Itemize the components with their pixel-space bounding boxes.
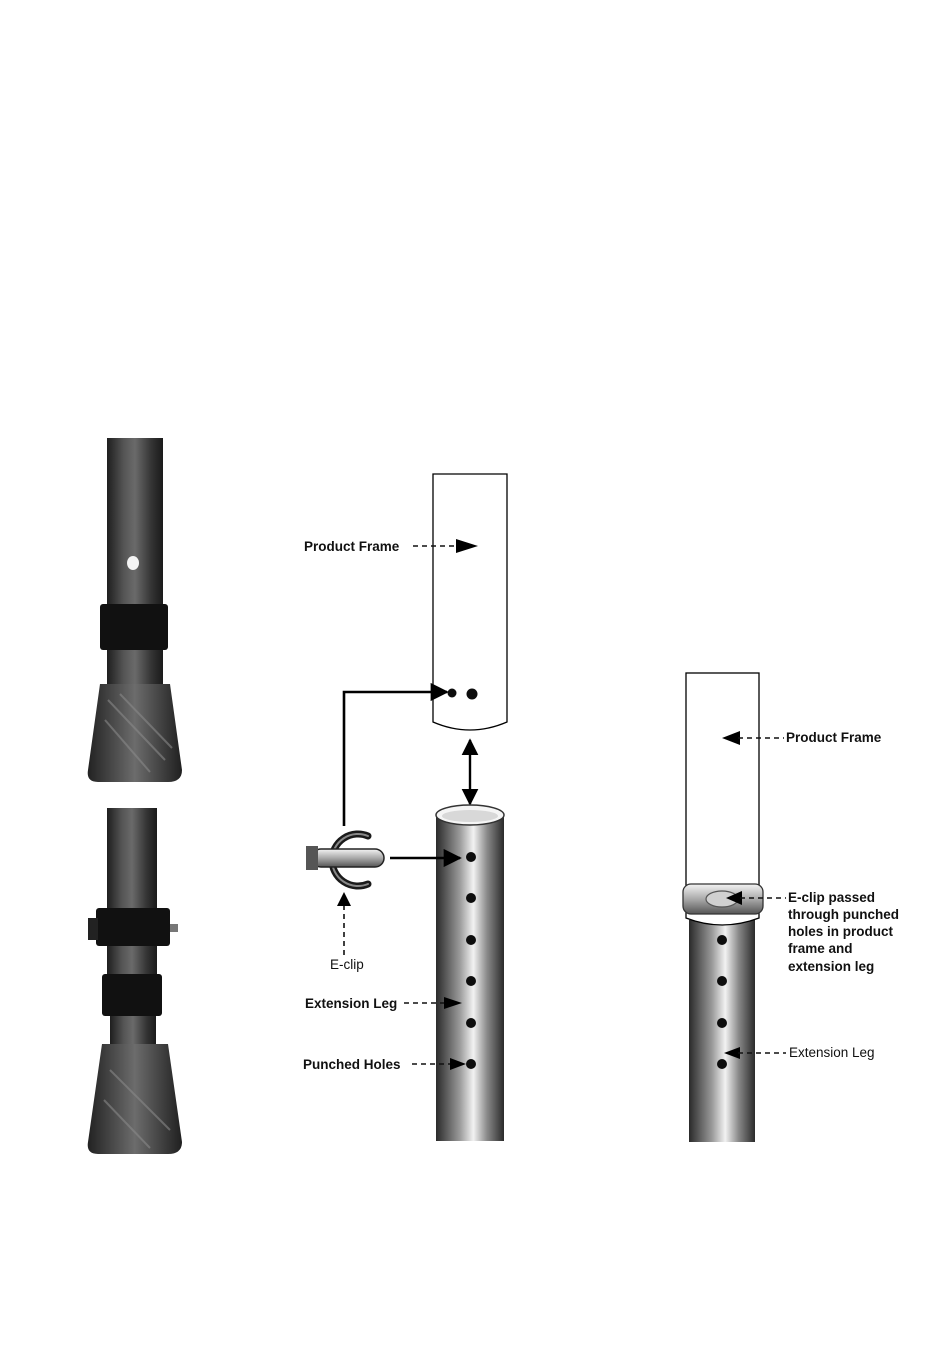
leg-hole-5 [466,1018,476,1028]
photo-lower-collar [102,974,162,1016]
photo-collar [100,604,168,650]
center-extension-leg [436,805,504,1141]
e-clip-part [306,834,384,886]
leg-hole-4 [466,976,476,986]
right-assembled-leg [683,673,763,1142]
frame-hole-right [467,689,478,700]
label-extension-leg-center: Extension Leg [305,996,397,1011]
frame-hole-left [448,689,457,698]
right-leg-hole-1 [717,935,727,945]
photo-button-collar [96,908,170,946]
label-e-clip-passed-2: through punched [788,907,899,922]
label-e-clip-passed-4: frame and [788,941,853,956]
leg-hole-3 [466,935,476,945]
photo-tube-hole [127,556,139,570]
leg-hole-1 [466,852,476,862]
photo-leg-top [88,438,182,782]
right-leg-hole-2 [717,976,727,986]
label-punched-holes: Punched Holes [303,1057,401,1072]
e-clip-to-frame-arrow [344,692,447,826]
photo-rubber-tip [88,684,182,782]
right-leg-hole-4 [717,1059,727,1069]
leg-hole-2 [466,893,476,903]
label-product-frame-center: Product Frame [304,539,400,554]
photo-rubber-tip-bottom [88,1044,182,1154]
label-product-frame-right: Product Frame [786,730,882,745]
right-leg-hole-3 [717,1018,727,1028]
label-e-clip-passed-1: E-clip passed [788,890,875,905]
leg-hole-6 [466,1059,476,1069]
label-e-clip-passed-3: holes in product [788,924,894,939]
label-e-clip-passed-5: extension leg [788,959,874,974]
label-e-clip: E-clip [330,957,364,972]
photo-leg-bottom [88,808,182,1154]
label-extension-leg-right: Extension Leg [789,1045,875,1060]
right-product-frame [686,673,759,893]
